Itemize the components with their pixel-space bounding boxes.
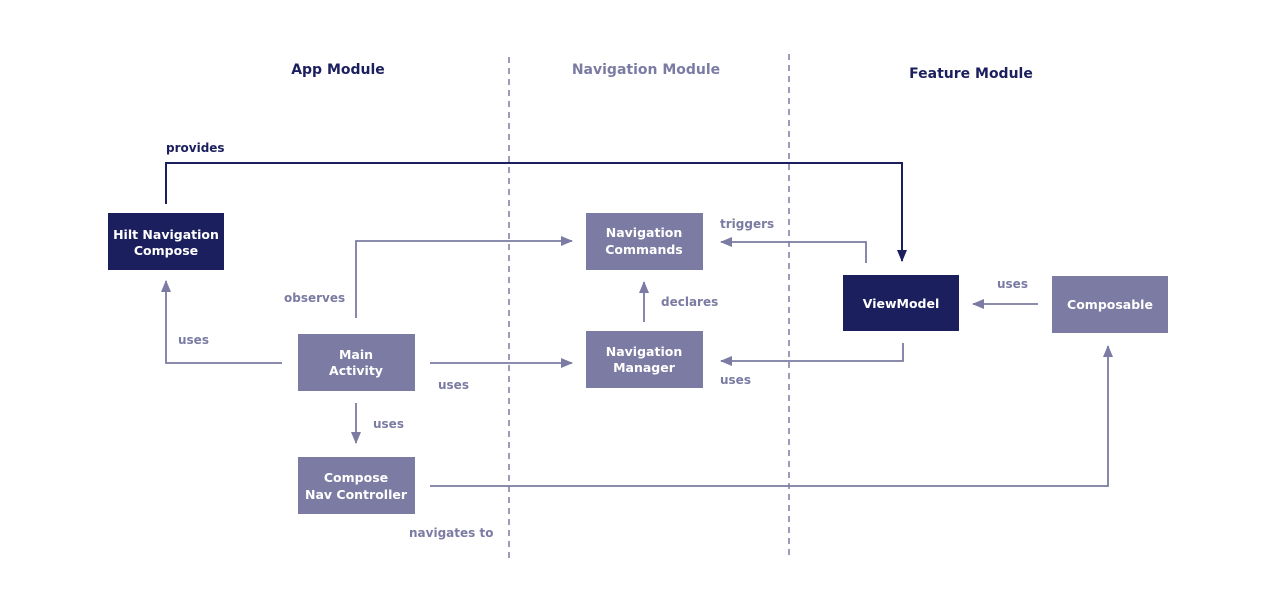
module-title-feature: Feature Module — [909, 66, 1033, 82]
module-title-app: App Module — [291, 62, 385, 78]
node-compose-nav-controller-line1: Compose — [324, 470, 388, 485]
node-viewmodel: ViewModel — [843, 275, 959, 331]
edge-label-navigates-to: navigates to — [409, 526, 493, 540]
node-navigation-commands-line2: Commands — [605, 242, 683, 257]
node-navigation-manager-line1: Navigation — [606, 344, 682, 359]
edge-label-provides: provides — [166, 141, 225, 155]
node-compose-nav-controller-line2: Nav Controller — [305, 487, 408, 502]
node-composable-label: Composable — [1067, 297, 1153, 312]
edge-label-uses-controller: uses — [373, 417, 404, 431]
edge-label-declares: declares — [661, 295, 718, 309]
edge-uses-viewmodel-manager — [720, 343, 904, 366]
node-hilt-line2: Compose — [134, 243, 198, 258]
edge-triggers — [720, 237, 867, 263]
node-main-activity-line1: Main — [339, 347, 373, 362]
edge-label-uses-composable-viewmodel: uses — [997, 277, 1028, 291]
edge-uses-hilt — [161, 280, 282, 364]
node-navigation-manager: Navigation Manager — [586, 331, 703, 388]
edge-label-observes: observes — [284, 291, 345, 305]
edge-navigates-to — [430, 345, 1113, 487]
node-main-activity-line2: Activity — [329, 363, 383, 378]
edge-label-uses-manager: uses — [438, 378, 469, 392]
node-navigation-manager-line2: Manager — [613, 360, 676, 375]
edge-label-uses-viewmodel-manager: uses — [720, 373, 751, 387]
edge-provides — [165, 162, 907, 262]
edge-label-triggers: triggers — [720, 217, 774, 231]
module-title-navigation: Navigation Module — [572, 62, 720, 78]
node-composable: Composable — [1052, 276, 1168, 333]
edge-label-uses-hilt: uses — [178, 333, 209, 347]
node-navigation-commands: Navigation Commands — [586, 213, 703, 270]
edge-observes — [355, 236, 573, 318]
node-navigation-commands-line1: Navigation — [606, 225, 682, 240]
node-viewmodel-label: ViewModel — [863, 296, 940, 311]
node-hilt-line1: Hilt Navigation — [113, 227, 219, 242]
node-main-activity: Main Activity — [298, 334, 415, 391]
node-compose-nav-controller: Compose Nav Controller — [298, 457, 415, 514]
node-hilt-navigation-compose: Hilt Navigation Compose — [108, 213, 224, 270]
